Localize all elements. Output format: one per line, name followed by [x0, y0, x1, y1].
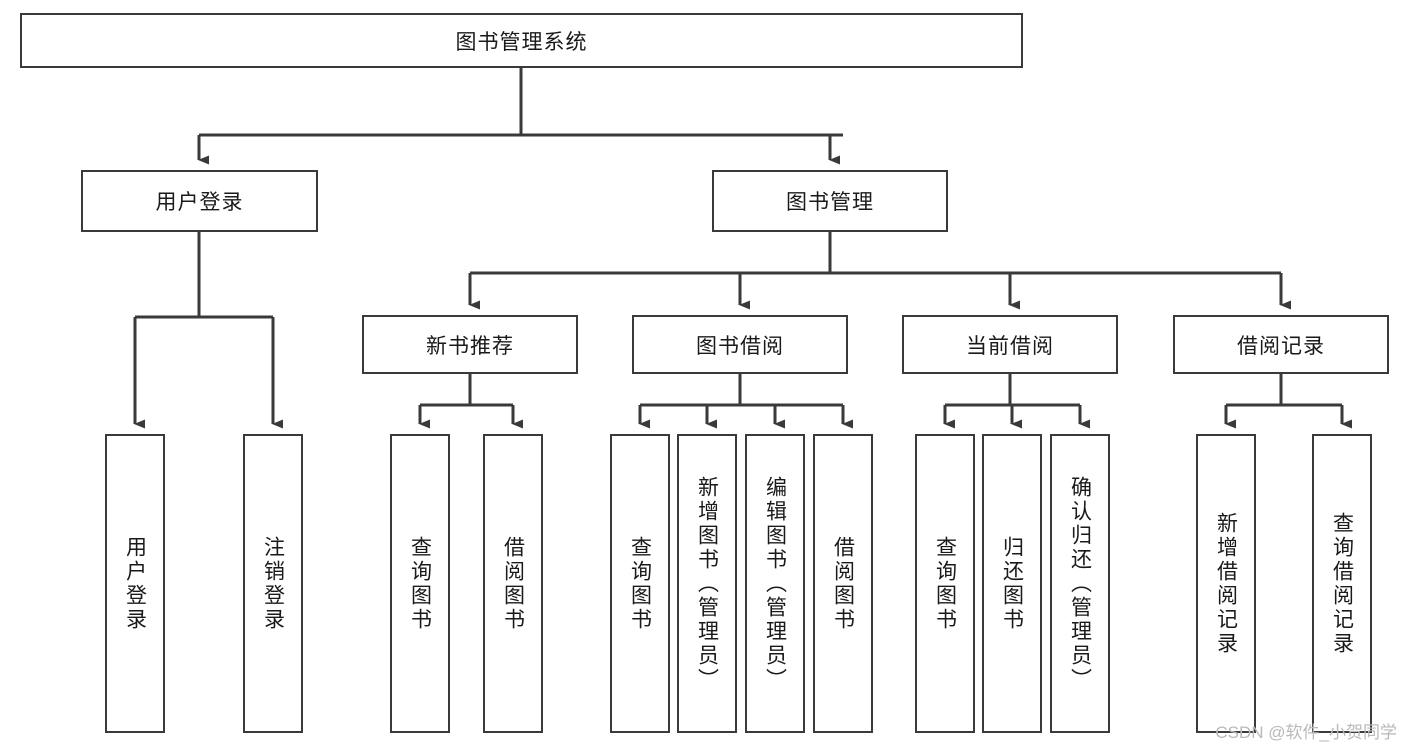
leaf-new-book-borrow[interactable]: 借阅图书: [483, 434, 543, 733]
leaf-current-confirm-return[interactable]: 确认归还（管理员）: [1050, 434, 1110, 733]
node-current-borrow[interactable]: 当前借阅: [902, 315, 1118, 374]
node-book-borrow[interactable]: 图书借阅: [632, 315, 848, 374]
node-book-borrow-label: 图书借阅: [696, 334, 784, 358]
node-book-management[interactable]: 图书管理: [712, 170, 948, 232]
node-root[interactable]: 图书管理系统: [20, 13, 1023, 68]
node-borrow-records-label: 借阅记录: [1237, 334, 1325, 358]
leaf-user-login-login[interactable]: 用户登录: [105, 434, 165, 733]
leaf-borrow-query-label: 查询图书: [628, 535, 652, 632]
leaf-borrow-add-book-label: 新增图书（管理员）: [695, 475, 719, 692]
leaf-current-query[interactable]: 查询图书: [915, 434, 975, 733]
leaf-user-login-logout-label: 注销登录: [261, 535, 285, 632]
leaf-borrow-borrow-book[interactable]: 借阅图书: [813, 434, 873, 733]
leaf-current-return-label: 归还图书: [1000, 535, 1024, 632]
leaf-records-add-label: 新增借阅记录: [1214, 511, 1238, 656]
leaf-new-book-borrow-label: 借阅图书: [501, 535, 525, 632]
node-new-book-recommend[interactable]: 新书推荐: [362, 315, 578, 374]
leaf-new-book-query-label: 查询图书: [408, 535, 432, 632]
leaf-current-return[interactable]: 归还图书: [982, 434, 1042, 733]
leaf-records-add[interactable]: 新增借阅记录: [1196, 434, 1256, 733]
leaf-new-book-query[interactable]: 查询图书: [390, 434, 450, 733]
node-new-book-recommend-label: 新书推荐: [426, 334, 514, 358]
node-user-login[interactable]: 用户登录: [81, 170, 318, 232]
leaf-borrow-query[interactable]: 查询图书: [610, 434, 670, 733]
leaf-borrow-edit-book-label: 编辑图书（管理员）: [763, 475, 787, 692]
leaf-user-login-logout[interactable]: 注销登录: [243, 434, 303, 733]
leaf-borrow-edit-book[interactable]: 编辑图书（管理员）: [745, 434, 805, 733]
leaf-borrow-add-book[interactable]: 新增图书（管理员）: [677, 434, 737, 733]
leaf-user-login-login-label: 用户登录: [123, 535, 147, 632]
leaf-current-confirm-return-label: 确认归还（管理员）: [1068, 475, 1092, 692]
leaf-records-query[interactable]: 查询借阅记录: [1312, 434, 1372, 733]
node-current-borrow-label: 当前借阅: [966, 334, 1054, 358]
node-root-label: 图书管理系统: [455, 30, 588, 54]
leaf-borrow-borrow-book-label: 借阅图书: [831, 535, 855, 632]
node-book-management-label: 图书管理: [786, 191, 874, 214]
leaf-current-query-label: 查询图书: [933, 535, 957, 632]
leaf-records-query-label: 查询借阅记录: [1330, 511, 1354, 656]
node-user-login-label: 用户登录: [155, 191, 244, 214]
node-borrow-records[interactable]: 借阅记录: [1173, 315, 1389, 374]
